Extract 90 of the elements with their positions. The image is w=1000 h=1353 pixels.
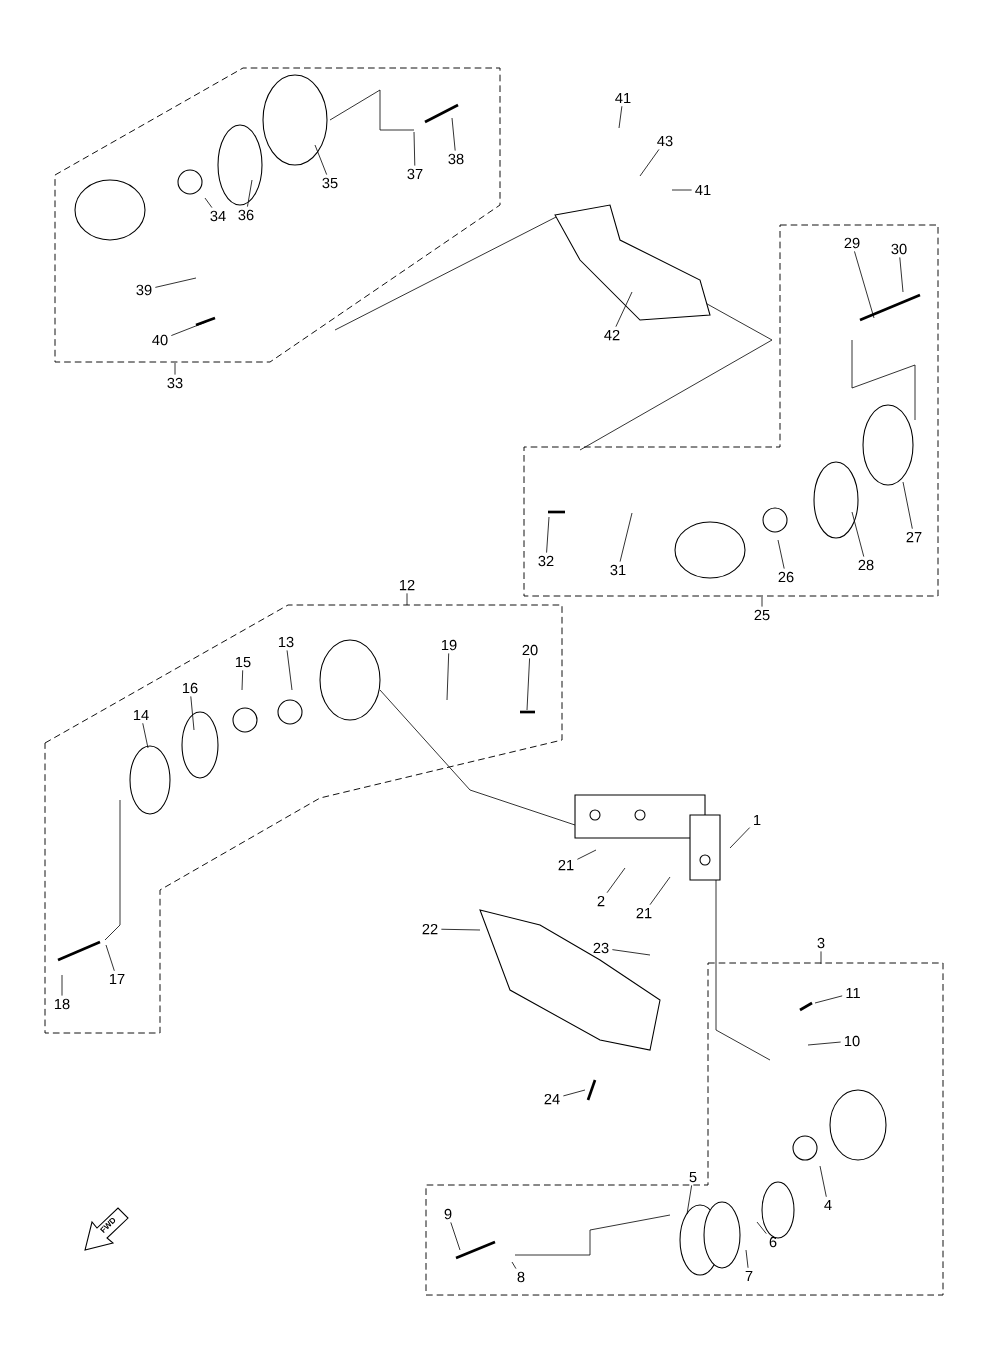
leader-line <box>611 949 651 956</box>
leader-line <box>902 481 913 530</box>
callout-number: 41 <box>615 92 631 104</box>
callout-number: 32 <box>538 555 554 567</box>
callout-number: 40 <box>152 334 168 346</box>
callout-number: 41 <box>695 184 711 196</box>
leader-line <box>451 117 456 151</box>
callout-number: 17 <box>109 974 125 985</box>
leader-line <box>204 197 213 208</box>
leader-line <box>61 974 63 996</box>
callout-number: 7 <box>745 1271 753 1282</box>
leader-line <box>819 1165 827 1198</box>
callout-number: 5 <box>689 1171 697 1183</box>
callout-number: 31 <box>610 564 626 576</box>
callout-number: 38 <box>448 153 464 165</box>
callout-number: 42 <box>604 329 620 341</box>
leader-line <box>756 1221 767 1234</box>
leader-line <box>807 1041 842 1046</box>
leader-line <box>546 516 550 553</box>
callout-number: 13 <box>278 636 294 648</box>
callout-number: 25 <box>754 609 770 621</box>
callout-number: 34 <box>210 210 226 222</box>
callout-number: 39 <box>136 284 152 296</box>
leader-line <box>154 277 197 288</box>
leader-line <box>413 131 416 166</box>
leader-line <box>142 722 149 749</box>
leader-line <box>406 592 408 606</box>
leader-line <box>619 512 633 562</box>
leader-line <box>649 876 671 906</box>
leader-line <box>814 995 843 1004</box>
callout-number: 15 <box>235 656 251 668</box>
callout-number: 35 <box>322 177 338 189</box>
callout-number: 9 <box>444 1208 452 1220</box>
callout-number: 12 <box>399 579 415 591</box>
leader-line <box>615 291 633 328</box>
leader-line <box>851 511 865 557</box>
leader-line <box>854 251 875 319</box>
leader-line <box>450 1222 461 1251</box>
callout-number: 33 <box>167 377 183 389</box>
callout-number: 3 <box>817 937 825 949</box>
leader-line <box>639 149 660 177</box>
callout-number: 21 <box>558 859 574 871</box>
leader-line <box>777 539 785 569</box>
callout-number: 20 <box>522 644 538 656</box>
callout-number: 22 <box>422 923 438 935</box>
callout-number: 24 <box>544 1093 560 1105</box>
callout-number: 11 <box>846 988 860 999</box>
callout-number: 14 <box>133 710 149 721</box>
callout-number: 19 <box>441 639 457 651</box>
leader-line <box>511 1261 517 1269</box>
callout-number: 36 <box>238 209 254 221</box>
leader-line <box>761 596 763 607</box>
leader-line <box>686 1184 693 1215</box>
callout-number: 2 <box>597 895 605 907</box>
leader-line <box>174 362 176 375</box>
leader-line <box>170 321 207 336</box>
leader-line <box>286 650 293 691</box>
leader-line <box>671 189 693 191</box>
callout-number: 27 <box>906 531 922 543</box>
leader-line <box>105 944 115 972</box>
callout-number: 43 <box>657 135 673 147</box>
callout-number: 29 <box>844 237 860 249</box>
callout-number: 28 <box>858 559 874 571</box>
leader-line <box>190 696 195 731</box>
callout-number: 4 <box>824 1200 832 1211</box>
leader-line <box>446 653 450 701</box>
callout-number: 18 <box>54 998 70 1010</box>
callout-number: 10 <box>844 1035 860 1047</box>
leader-line <box>562 1089 586 1097</box>
leader-line <box>247 179 253 207</box>
leader-line <box>440 928 481 931</box>
callout-number: 6 <box>769 1236 777 1248</box>
callout-number: 16 <box>182 682 198 694</box>
leader-line <box>729 827 751 849</box>
leader-line <box>745 1249 749 1269</box>
callout-number: 37 <box>407 168 423 180</box>
callout-number: 8 <box>517 1271 525 1283</box>
leader-line <box>241 669 244 691</box>
leader-line <box>576 849 597 860</box>
callout-number: 30 <box>891 243 907 255</box>
leader-line <box>526 658 530 711</box>
leader-line <box>618 105 623 129</box>
callout-number: 23 <box>593 942 609 954</box>
leader-line <box>899 257 904 293</box>
callout-number: 21 <box>636 907 652 919</box>
callout-number: 1 <box>754 815 761 826</box>
leader-line <box>606 867 626 894</box>
leader-line <box>820 951 822 965</box>
callout-number: 26 <box>778 571 794 583</box>
leader-line <box>314 144 328 175</box>
